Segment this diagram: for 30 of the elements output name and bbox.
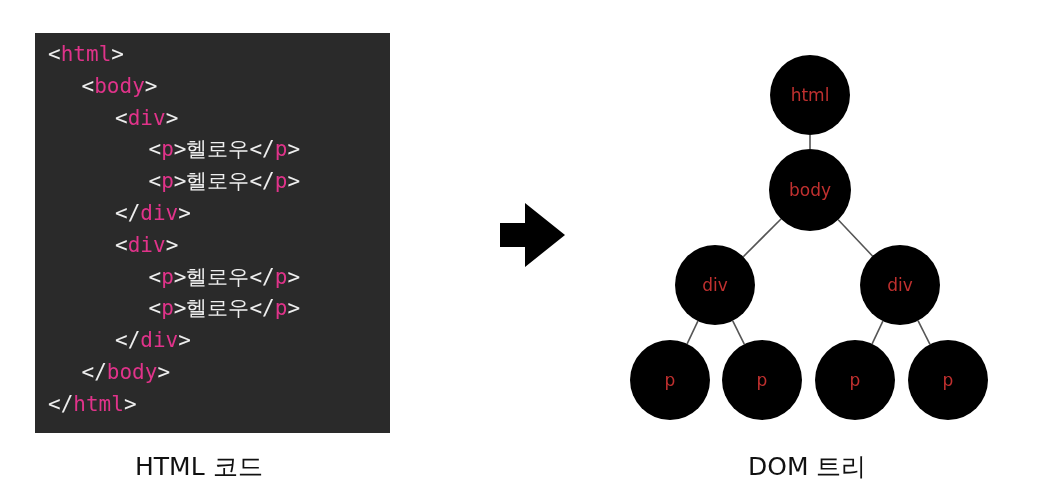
code-line: <body> xyxy=(81,73,158,98)
code-line: <p>헬로우</p> xyxy=(148,296,301,321)
node-label: p xyxy=(664,370,676,390)
code-line: </div> xyxy=(115,328,191,353)
connector-line xyxy=(731,320,746,345)
connector-line xyxy=(871,320,884,345)
code-line: </body> xyxy=(81,360,171,384)
connector-line xyxy=(742,218,782,258)
code-line: <p>헬로우</p> xyxy=(148,264,301,289)
node-label: p xyxy=(849,370,861,390)
node-label: p xyxy=(756,370,768,390)
connector-line xyxy=(917,319,931,346)
node-label: div xyxy=(887,275,913,295)
node-label: HTML 코드 xyxy=(135,451,263,483)
code-line: <p>헬로우</p> xyxy=(148,169,301,194)
code-panel xyxy=(35,33,390,433)
code-line: <div> xyxy=(115,232,179,257)
node-label: div xyxy=(702,275,728,295)
connector-line xyxy=(837,218,874,257)
code-line: <p>헬로우</p> xyxy=(148,137,301,162)
node-label: body xyxy=(788,180,831,200)
caption: DOM 트리 xyxy=(748,451,867,483)
code-line: </div> xyxy=(115,201,191,225)
code-line: <html> xyxy=(48,42,124,66)
node-label: html xyxy=(790,85,830,105)
connector-line xyxy=(686,320,699,345)
code-line: <div> xyxy=(115,105,179,130)
node-label: p xyxy=(942,370,954,390)
code-line: </html> xyxy=(48,391,137,416)
connector-line xyxy=(809,134,811,150)
